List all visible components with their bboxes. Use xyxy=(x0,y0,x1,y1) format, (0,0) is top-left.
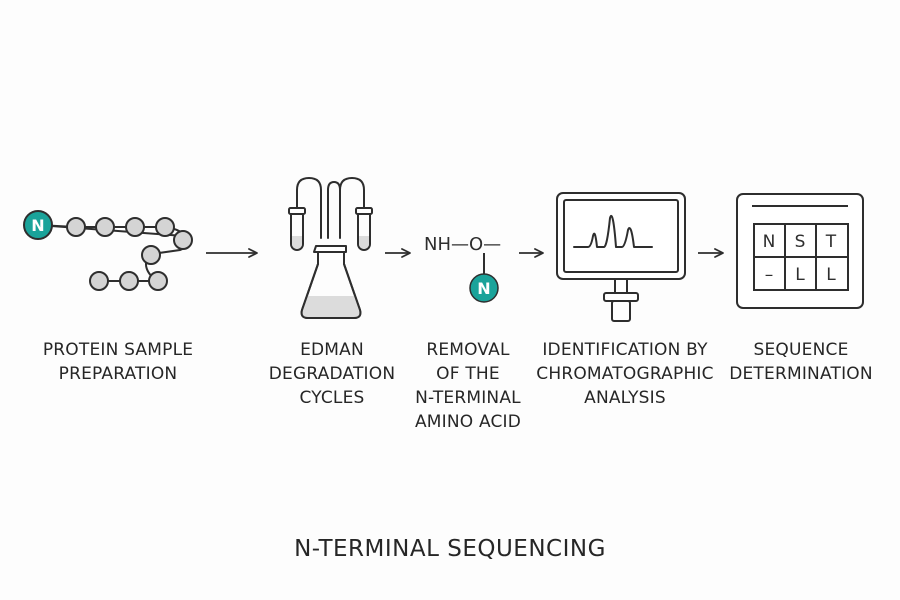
n-terminal-marker xyxy=(23,210,53,240)
chromatography-monitor-icon xyxy=(556,192,686,322)
step-label-edman-degradation-cycles: EDMAN DEGRADATION CYCLES xyxy=(268,340,396,408)
edman-apparatus-icon xyxy=(288,177,373,319)
grid-cell: N xyxy=(763,232,776,252)
n-terminal-letter: N xyxy=(31,216,44,235)
step-label-identification-by-chromatographic-analysis: IDENTIFICATION BY CHROMATOGRAPHIC ANALYS… xyxy=(536,340,714,408)
released-amino-acid-letter: N xyxy=(477,279,490,298)
grid-cell: – xyxy=(765,265,774,285)
step-label-protein-sample-preparation: PROTEIN SAMPLE PREPARATION xyxy=(42,340,194,384)
grid-cell: T xyxy=(825,232,837,252)
diagram-title: N-TERMINAL SEQUENCING xyxy=(294,536,606,562)
grid-cell: L xyxy=(826,265,836,285)
chain-formula: NH—O— xyxy=(424,234,501,255)
grid-cell: S xyxy=(795,232,806,252)
sequence-grid-icon xyxy=(736,193,864,309)
grid-cell: L xyxy=(795,265,805,285)
protein-chain-icon xyxy=(23,210,193,291)
released-amino-acid-marker xyxy=(469,273,499,303)
step-label-removal-of-n-terminal-amino-acid: REMOVAL OF THE N-TERMINAL AMINO ACID xyxy=(414,340,522,432)
step-label-sequence-determination: SEQUENCE DETERMINATION xyxy=(729,340,873,384)
